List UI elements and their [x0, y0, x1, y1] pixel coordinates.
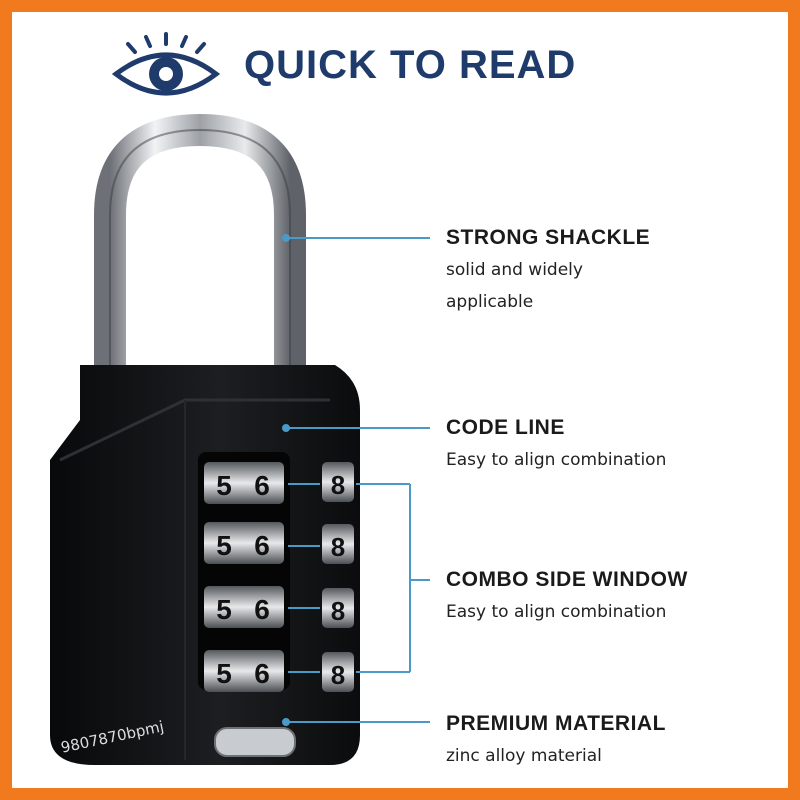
side-digit: 8 [331, 532, 345, 562]
dial-digit: 6 [254, 470, 270, 501]
feature-code-line: CODE LINE Easy to align combination [446, 416, 666, 476]
leader-lines [282, 234, 430, 726]
side-digit: 8 [331, 470, 345, 500]
eye-icon [111, 32, 221, 96]
dial-digit: 5 [216, 594, 232, 625]
dial-digit: 6 [254, 530, 270, 561]
feature-strong-shackle: STRONG SHACKLE solid and widely applicab… [446, 226, 650, 318]
page-title: QUICK TO READ [244, 42, 577, 87]
shackle [94, 113, 306, 375]
dial-digit: 5 [216, 530, 232, 561]
dial-digit: 6 [254, 594, 270, 625]
side-digit: 8 [331, 596, 345, 626]
feature-description: Easy to align combination [446, 602, 667, 622]
side-windows: 8 8 8 8 [322, 462, 354, 692]
side-digit: 8 [331, 660, 345, 690]
feature-title: STRONG SHACKLE [446, 226, 651, 249]
dial-row: 5 6 [204, 650, 284, 692]
dial-digit: 6 [254, 658, 270, 689]
dial-row: 5 6 [204, 586, 284, 628]
feature-description: Easy to align combination [446, 450, 667, 470]
dial-digit: 5 [216, 470, 232, 501]
feature-title: COMBO SIDE WINDOW [446, 568, 688, 591]
combination-dials: 5 6 5 6 5 6 5 6 [204, 462, 284, 692]
feature-title: PREMIUM MATERIAL [446, 712, 666, 735]
feature-premium-material: PREMIUM MATERIAL zinc alloy material [446, 712, 666, 772]
dial-row: 5 6 [204, 522, 284, 564]
dial-row: 5 6 [204, 462, 284, 504]
header: QUICK TO READ [110, 30, 576, 100]
feature-description: solid and widely applicable [446, 260, 583, 312]
feature-title: CODE LINE [446, 416, 565, 439]
dial-digit: 5 [216, 658, 232, 689]
feature-combo-side-window: COMBO SIDE WINDOW Easy to align combinat… [446, 568, 688, 628]
feature-description: zinc alloy material [446, 746, 602, 766]
